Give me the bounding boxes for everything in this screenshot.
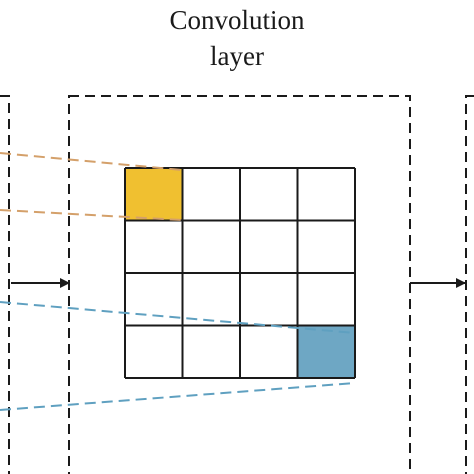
highlighted-cell-2	[297, 325, 355, 378]
highlighted-cells	[125, 168, 355, 378]
previous-layer-frame	[0, 95, 10, 474]
title-line-2: layer	[210, 41, 264, 71]
layer-title: Convolution layer	[0, 2, 474, 74]
title-line-1: Convolution	[169, 5, 305, 35]
blue-projection-line-top	[0, 301, 356, 334]
feature-map-grid	[124, 167, 356, 379]
next-layer-frame	[465, 95, 474, 474]
blue-projection-line-bottom	[0, 382, 356, 411]
orange-projection-line-top	[0, 152, 183, 171]
highlighted-cell-1	[125, 168, 183, 221]
orange-projection-line-bottom	[0, 209, 183, 221]
